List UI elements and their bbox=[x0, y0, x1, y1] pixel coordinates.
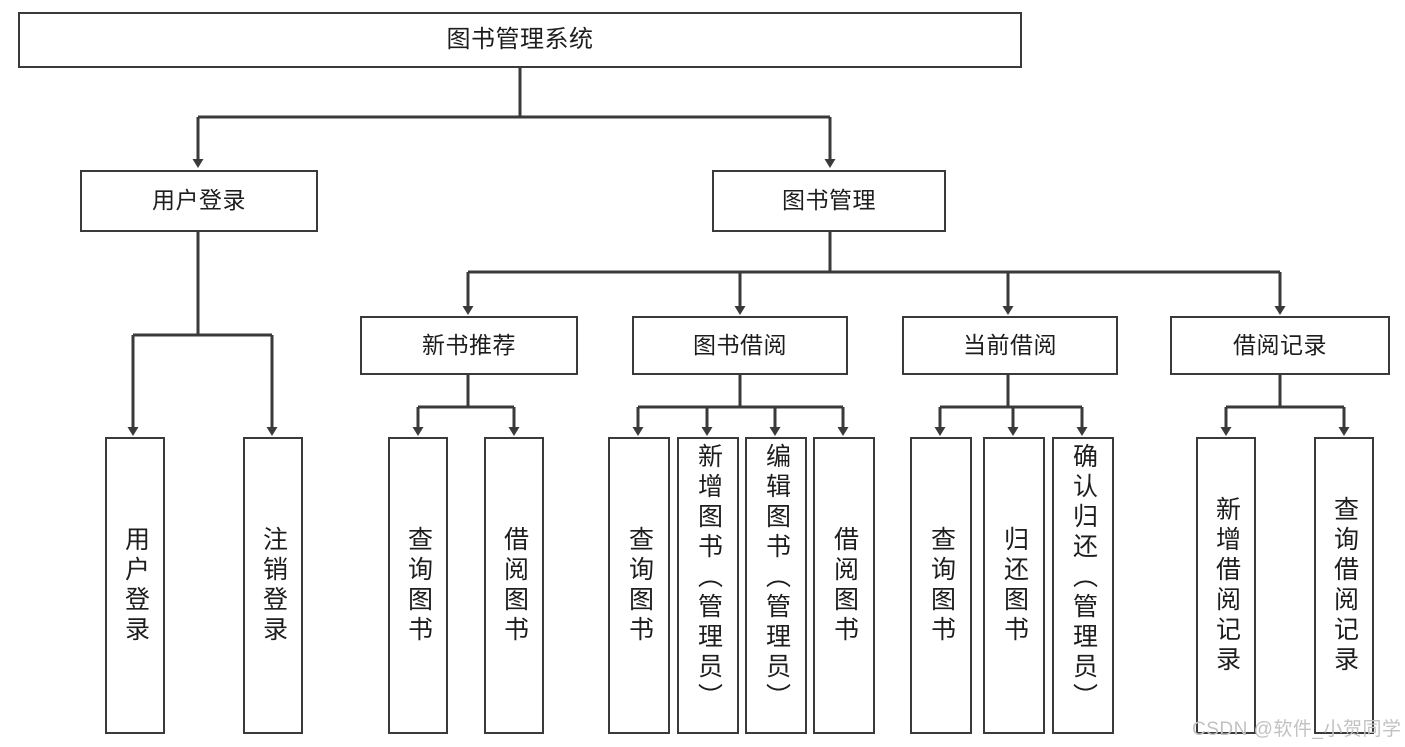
node-borrow-records-label: 借阅记录 bbox=[1233, 331, 1327, 358]
leaf-query-borrow-record[interactable]: 查询借阅记录 bbox=[1314, 437, 1374, 734]
leaf-query-books-recommend[interactable]: 查询图书 bbox=[388, 437, 448, 734]
csdn-watermark: CSDN @软件_小贺同学 bbox=[1192, 719, 1402, 740]
leaf-confirm-return-admin-label: 确认归还（管理员） bbox=[1069, 443, 1098, 713]
leaf-logout-label: 注销登录 bbox=[259, 525, 288, 646]
leaf-add-borrow-record[interactable]: 新增借阅记录 bbox=[1196, 437, 1256, 734]
node-book-management-label: 图书管理 bbox=[782, 187, 876, 214]
node-new-book-recommend-label: 新书推荐 bbox=[422, 331, 516, 358]
leaf-query-borrow-record-label: 查询借阅记录 bbox=[1330, 495, 1359, 676]
node-user-login-label: 用户登录 bbox=[152, 187, 246, 214]
node-root[interactable]: 图书管理系统 bbox=[18, 12, 1022, 68]
leaf-logout[interactable]: 注销登录 bbox=[243, 437, 303, 734]
leaf-add-book-admin-label: 新增图书（管理员） bbox=[694, 443, 723, 713]
node-root-label: 图书管理系统 bbox=[446, 25, 594, 53]
node-book-borrow[interactable]: 图书借阅 bbox=[632, 316, 848, 375]
leaf-return-book-label: 归还图书 bbox=[1000, 525, 1029, 646]
leaf-return-book[interactable]: 归还图书 bbox=[983, 437, 1045, 734]
leaf-confirm-return-admin[interactable]: 确认归还（管理员） bbox=[1052, 437, 1114, 734]
leaf-edit-book-admin-label: 编辑图书（管理员） bbox=[762, 443, 791, 713]
node-user-login[interactable]: 用户登录 bbox=[80, 170, 318, 232]
node-current-borrow[interactable]: 当前借阅 bbox=[902, 316, 1118, 375]
leaf-borrow-books-recommend[interactable]: 借阅图书 bbox=[484, 437, 544, 734]
leaf-query-books-borrow[interactable]: 查询图书 bbox=[608, 437, 670, 734]
node-book-management[interactable]: 图书管理 bbox=[712, 170, 946, 232]
leaf-add-borrow-record-label: 新增借阅记录 bbox=[1212, 495, 1241, 676]
leaf-query-books-current-label: 查询图书 bbox=[927, 525, 956, 646]
node-book-borrow-label: 图书借阅 bbox=[693, 331, 787, 358]
leaf-user-login[interactable]: 用户登录 bbox=[105, 437, 165, 734]
node-new-book-recommend[interactable]: 新书推荐 bbox=[360, 316, 578, 375]
leaf-query-books-recommend-label: 查询图书 bbox=[404, 525, 433, 646]
leaf-borrow-book[interactable]: 借阅图书 bbox=[813, 437, 875, 734]
leaf-query-books-current[interactable]: 查询图书 bbox=[910, 437, 972, 734]
leaf-query-books-borrow-label: 查询图书 bbox=[625, 525, 654, 646]
leaf-borrow-book-label: 借阅图书 bbox=[830, 525, 859, 646]
node-current-borrow-label: 当前借阅 bbox=[963, 331, 1057, 358]
leaf-user-login-label: 用户登录 bbox=[121, 525, 150, 646]
node-borrow-records[interactable]: 借阅记录 bbox=[1170, 316, 1390, 375]
leaf-add-book-admin[interactable]: 新增图书（管理员） bbox=[677, 437, 739, 734]
leaf-edit-book-admin[interactable]: 编辑图书（管理员） bbox=[745, 437, 807, 734]
leaf-borrow-books-recommend-label: 借阅图书 bbox=[500, 525, 529, 646]
